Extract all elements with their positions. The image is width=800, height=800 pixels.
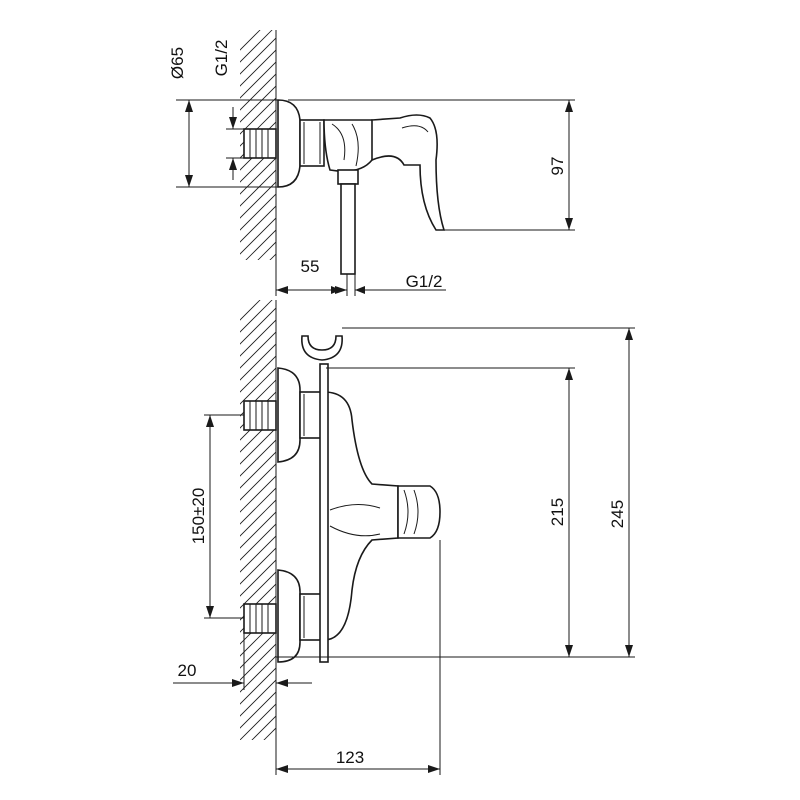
dim-wall-thread: G1/2 — [212, 40, 231, 77]
dim-center-distance: 150±20 — [189, 488, 208, 545]
upper-wall-thread — [243, 400, 277, 431]
mixer-handle — [397, 485, 441, 539]
outlet-pipe-top — [340, 183, 356, 275]
wall-thread-top — [243, 128, 277, 159]
dim-height-body: 215 — [548, 498, 567, 526]
dim-outlet-diameter: Ø65 — [168, 47, 187, 79]
lower-wall-thread — [243, 603, 277, 634]
dim-pipe-offset: 55 — [301, 257, 320, 276]
upper-escutcheon — [277, 367, 301, 463]
handle-top — [371, 114, 446, 231]
dim-depth: 97 — [548, 157, 567, 176]
mixer-body — [323, 391, 399, 641]
front-view: 150±20 215 245 20 123 — [173, 300, 635, 775]
dim-height-total: 245 — [608, 500, 627, 528]
body-top — [323, 119, 376, 173]
dim-wall-thickness: 20 — [178, 661, 197, 680]
hand-shower-holder — [301, 335, 343, 361]
top-view: Ø65 G1/2 97 55 G1/2 — [168, 30, 575, 296]
escutcheon-top — [277, 99, 301, 188]
lower-escutcheon — [277, 569, 301, 663]
outlet-nut-top — [337, 169, 359, 185]
wall-hatch-front — [240, 300, 276, 740]
dim-outlet-thread: G1/2 — [406, 272, 443, 291]
dim-projection: 123 — [336, 748, 364, 767]
slide-bar — [319, 363, 329, 663]
